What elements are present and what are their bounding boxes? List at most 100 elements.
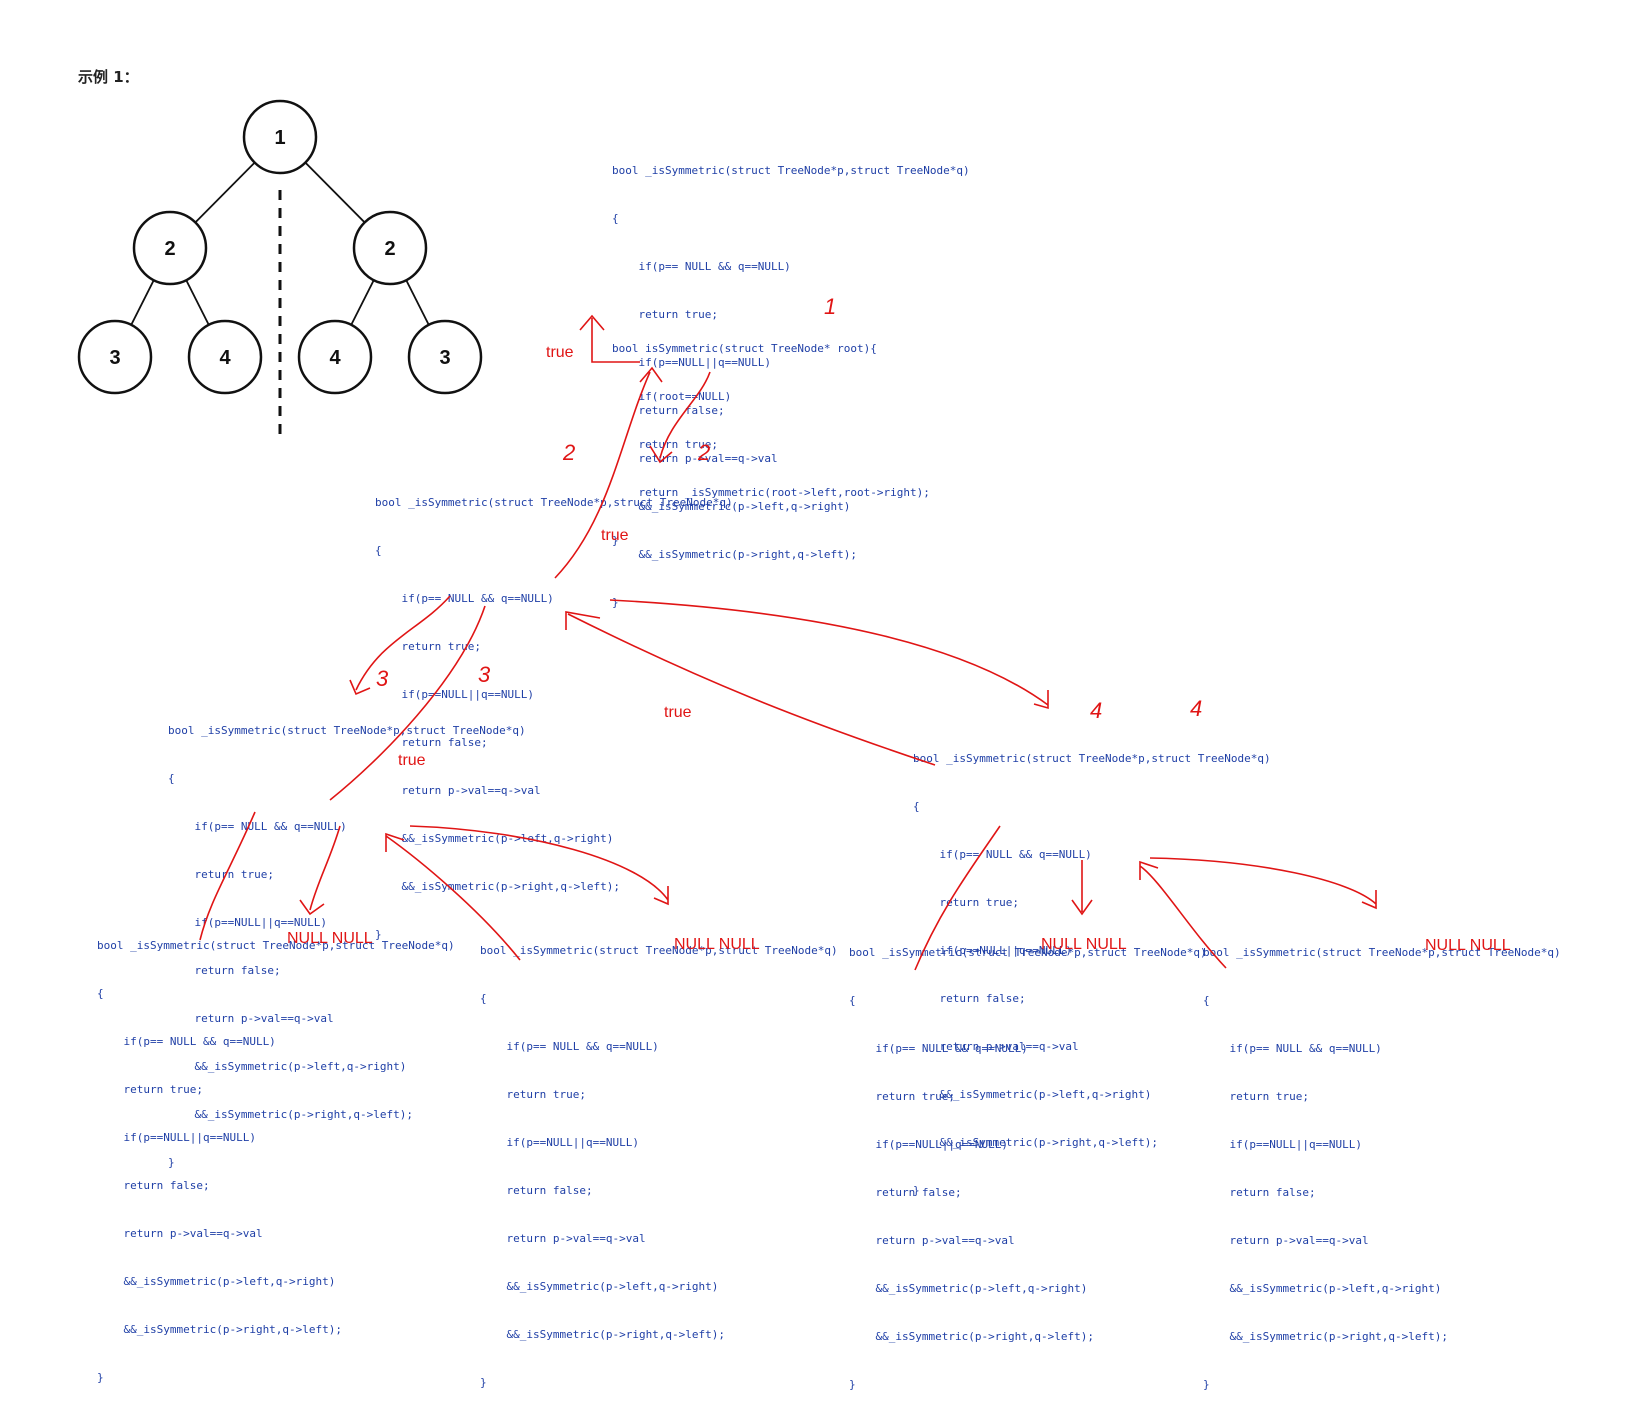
code-line: bool _isSymmetric(struct TreeNode*p,stru… xyxy=(375,496,733,509)
code-line: { xyxy=(612,212,619,225)
code-block-top-helper: bool _isSymmetric(struct TreeNode*p,stru… xyxy=(612,131,970,627)
code-line: if(p== NULL && q==NULL) xyxy=(168,820,347,833)
tree-node-left-4: 4 xyxy=(187,319,263,395)
annotation-digit: 1 xyxy=(824,294,837,319)
svg-text:2: 2 xyxy=(384,238,395,260)
code-line: bool _isSymmetric(struct TreeNode*p,stru… xyxy=(612,164,970,177)
code-block-main: bool isSymmetric(struct TreeNode* root){… xyxy=(612,309,930,565)
code-line: return p->val==q->val xyxy=(913,1040,1079,1053)
code-line: &&_isSymmetric(p->left,q->right) xyxy=(1203,1282,1442,1295)
code-line: if(p==NULL||q==NULL) xyxy=(480,1136,639,1149)
tree-node-right-2: 2 xyxy=(352,210,428,286)
code-line: return true; xyxy=(97,1083,203,1096)
svg-text:1: 1 xyxy=(274,127,285,149)
code-line: if(p==NULL||q==NULL) xyxy=(849,1138,1008,1151)
code-line: { xyxy=(97,987,104,1000)
code-line: return p->val==q->val xyxy=(168,1012,334,1025)
annotation-true: true xyxy=(398,752,426,769)
arrow-leaf3-return xyxy=(914,825,1001,971)
svg-text:4: 4 xyxy=(219,347,231,369)
arrow-leaf1-return xyxy=(199,811,256,941)
code-line: return false; xyxy=(913,992,1026,1005)
annotation-null-null: NULL NULL xyxy=(287,930,373,947)
arrow-leaf2-return xyxy=(385,832,521,961)
annotation-digit: 3 xyxy=(478,662,491,687)
code-line: return false; xyxy=(480,1184,593,1197)
code-line: return false; xyxy=(375,736,488,749)
code-line: if(p== NULL && q==NULL) xyxy=(97,1035,276,1048)
arrow-leaf3-call xyxy=(1071,860,1093,916)
code-line: { xyxy=(913,800,920,813)
svg-text:2: 2 xyxy=(164,238,175,260)
code-line: &&_isSymmetric(p->right,q->left); xyxy=(612,548,858,561)
arrow-return-root xyxy=(579,314,640,363)
code-line: return true; xyxy=(375,640,481,653)
annotation-arrows xyxy=(199,314,1377,971)
code-line: if(p==NULL||q==NULL) xyxy=(375,688,534,701)
arrow-leaf4-call xyxy=(1149,857,1377,910)
code-line: if(p==NULL||q==NULL) xyxy=(612,356,771,369)
code-line: bool _isSymmetric(struct TreeNode*p,stru… xyxy=(913,752,1271,765)
code-line: bool _isSymmetric(struct TreeNode*p,stru… xyxy=(849,946,1207,959)
code-line: } xyxy=(480,1376,487,1389)
annotation-digit: 3 xyxy=(376,666,389,691)
arrow-call-right-down xyxy=(609,599,1049,710)
code-line: } xyxy=(612,534,619,547)
annotation-digit: 2 xyxy=(698,440,711,465)
code-line: return false; xyxy=(612,404,725,417)
code-line: bool _isSymmetric(struct TreeNode*p,stru… xyxy=(168,724,526,737)
code-line: &&_isSymmetric(p->right,q->left); xyxy=(480,1328,726,1341)
svg-text:3: 3 xyxy=(439,347,450,369)
code-line: if(p==NULL||q==NULL) xyxy=(913,944,1072,957)
annotation-null-null: NULL NULL xyxy=(674,936,760,953)
arrow-leaf1-call xyxy=(299,825,341,916)
code-line: } xyxy=(849,1378,856,1391)
code-line: return false; xyxy=(849,1186,962,1199)
code-line: if(p==NULL||q==NULL) xyxy=(1203,1138,1362,1151)
arrow-return-right-true xyxy=(565,611,936,766)
code-line: return true; xyxy=(612,308,718,321)
code-line: } xyxy=(1203,1378,1210,1391)
code-line: &&_isSymmetric(p->right,q->left); xyxy=(375,880,621,893)
annotation-true: true xyxy=(601,527,629,544)
code-line: return p->val==q->val xyxy=(1203,1234,1369,1247)
code-line: } xyxy=(375,928,382,941)
code-line: &&_isSymmetric(p->left,q->right) xyxy=(849,1282,1088,1295)
code-line: return true; xyxy=(849,1090,955,1103)
code-line: &&_isSymmetric(p->right,q->left); xyxy=(97,1323,343,1336)
code-line: return p->val==q->val xyxy=(375,784,541,797)
code-line: bool isSymmetric(struct TreeNode* root){ xyxy=(612,342,877,355)
code-line: return true; xyxy=(612,438,718,451)
tree-node-right-4: 4 xyxy=(297,319,373,395)
code-line: &&_isSymmetric(p->left,q->right) xyxy=(913,1088,1152,1101)
code-line: if(p== NULL && q==NULL) xyxy=(849,1042,1028,1055)
code-line: } xyxy=(612,596,619,609)
code-block-call-2-2: bool _isSymmetric(struct TreeNode*p,stru… xyxy=(375,463,733,959)
code-line: { xyxy=(375,544,382,557)
code-line: &&_isSymmetric(p->left,q->right) xyxy=(375,832,614,845)
code-line: return p->val==q->val xyxy=(480,1232,646,1245)
tree-node-right-3: 3 xyxy=(407,319,483,395)
annotation-digit: 2 xyxy=(563,440,576,465)
code-line: if(p== NULL && q==NULL) xyxy=(480,1040,659,1053)
svg-text:4: 4 xyxy=(329,347,341,369)
code-line: { xyxy=(480,992,487,1005)
code-line: return p->val==q->val xyxy=(849,1234,1015,1247)
code-line: if(root==NULL) xyxy=(612,390,732,403)
code-line: return false; xyxy=(168,964,281,977)
annotation-true: true xyxy=(546,344,574,361)
code-line: { xyxy=(168,772,175,785)
code-line: &&_isSymmetric(p->left,q->right) xyxy=(97,1275,336,1288)
annotation-true: true xyxy=(664,704,692,721)
arrow-return-left-true xyxy=(329,605,486,801)
code-line: if(p== NULL && q==NULL) xyxy=(612,260,791,273)
code-line: return _isSymmetric(root->left,root->rig… xyxy=(612,486,930,499)
arrow-leaf2-call xyxy=(409,825,669,906)
code-line: } xyxy=(97,1371,104,1384)
code-line: if(p== NULL && q==NULL) xyxy=(1203,1042,1382,1055)
arrow-call-root-right xyxy=(649,371,711,464)
annotation-null-null: NULL NULL xyxy=(1041,936,1127,953)
code-line: bool _isSymmetric(struct TreeNode*p,stru… xyxy=(97,939,455,952)
annotation-digit: 4 xyxy=(1190,696,1203,721)
code-line: { xyxy=(849,994,856,1007)
